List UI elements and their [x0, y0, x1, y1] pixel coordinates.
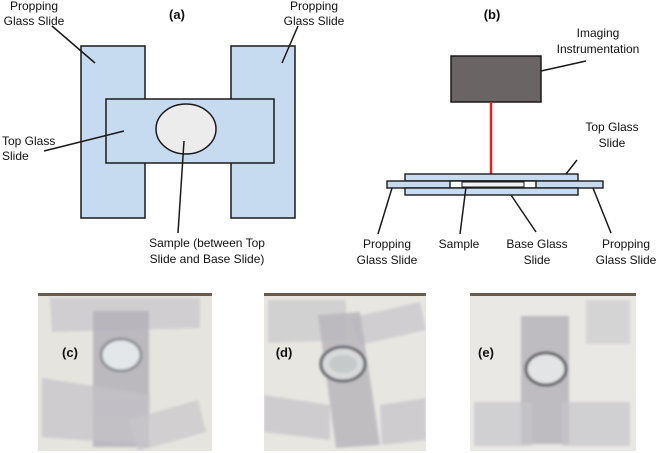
leader-line	[540, 60, 587, 72]
label-imaging-2: Instrumentation	[557, 42, 640, 56]
panel-b: (b) Imaging Instrumentation Top Glass Sl…	[357, 7, 657, 267]
label-base-glass-1: Base Glass	[506, 237, 567, 251]
label-propping-b-right-2: Glass Slide	[596, 253, 657, 267]
photo-c: (c)	[38, 293, 212, 451]
photo-d: (d)	[264, 293, 426, 451]
label-sample-1: Sample (between Top	[149, 236, 265, 250]
label-top-glass-b-2: Slide	[599, 136, 626, 150]
leader-line	[592, 187, 612, 234]
leader-line	[459, 186, 467, 235]
photo-e: (e)	[470, 293, 636, 451]
sample-disc	[155, 103, 217, 155]
label-sample-2: Slide and Base Slide)	[150, 252, 265, 266]
label-top-glass-2: Slide	[2, 149, 29, 163]
label-sample-b: Sample	[439, 237, 480, 251]
label-propping-right-2: Glass Slide	[284, 14, 345, 28]
top-glass-slide-side	[404, 173, 579, 182]
label-propping-b-left-2: Glass Slide	[357, 253, 418, 267]
label-propping-right-1: Propping	[290, 0, 338, 13]
leader-line	[281, 25, 299, 64]
photo-c-letter: (c)	[62, 345, 78, 360]
label-top-glass-b-1: Top Glass	[585, 120, 638, 134]
leader-line	[51, 25, 96, 64]
label-imaging-1: Imaging	[577, 26, 620, 40]
label-propping-left-2: Glass Slide	[4, 14, 65, 28]
panel-a: (a) Propping Glass Slide Propping Glass …	[2, 0, 345, 266]
leader-line	[177, 140, 185, 234]
label-base-glass-2: Slide	[524, 253, 551, 267]
leader-line	[377, 187, 393, 235]
leader-line	[565, 159, 578, 175]
base-glass-slide-side	[404, 187, 579, 196]
label-propping-b-right-1: Propping	[602, 237, 650, 251]
imaging-instrument-box	[450, 55, 542, 103]
panel-a-letter: (a)	[169, 7, 185, 22]
panel-b-letter: (b)	[484, 7, 501, 22]
sample-side	[461, 181, 525, 188]
label-propping-left-1: Propping	[10, 0, 58, 13]
photo-e-letter: (e)	[478, 345, 494, 360]
label-propping-b-left-1: Propping	[363, 237, 411, 251]
leader-line	[43, 130, 125, 152]
photo-d-letter: (d)	[276, 345, 293, 360]
leader-line	[510, 194, 537, 233]
label-top-glass-1: Top Glass	[2, 134, 55, 148]
